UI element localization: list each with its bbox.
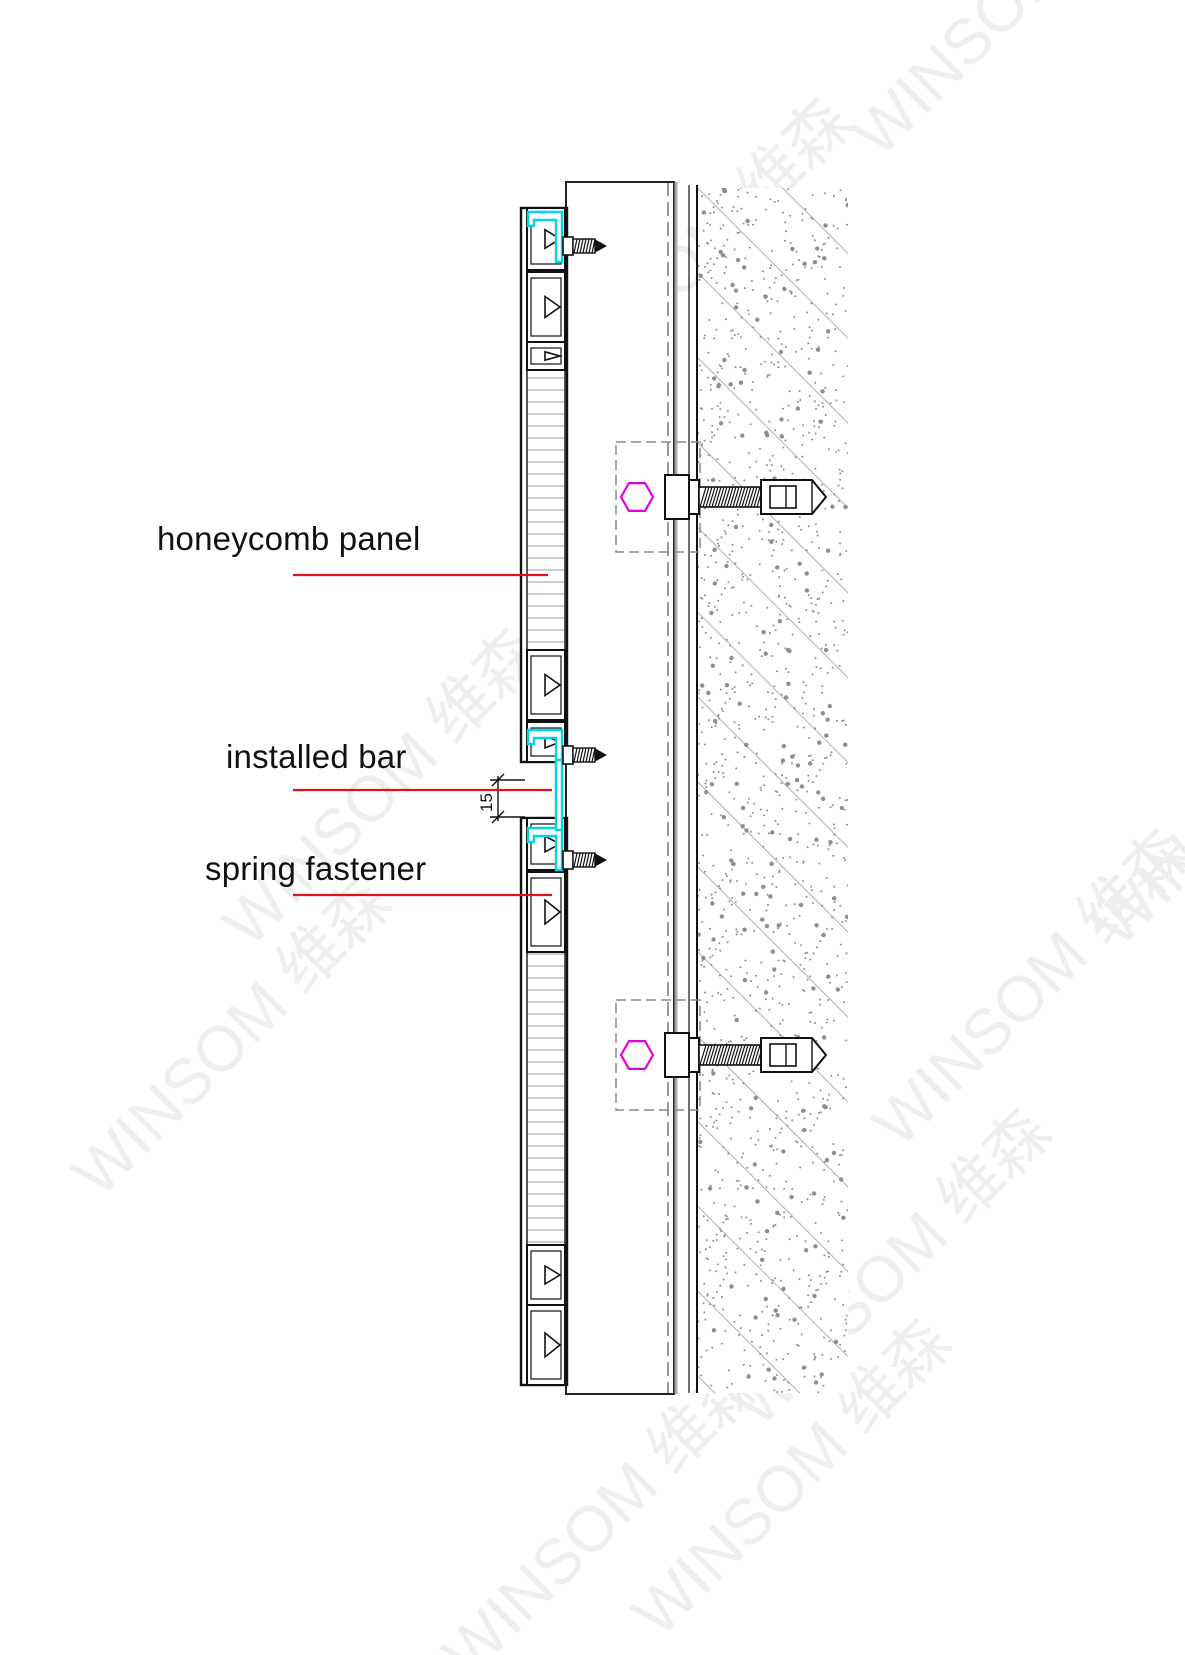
screw-icon	[562, 745, 608, 765]
screw-icon	[562, 850, 608, 870]
gap-dimension	[490, 773, 525, 824]
hex-nut-icon	[619, 482, 655, 512]
label-honeycomb-panel: honeycomb panel	[157, 520, 421, 557]
watermark-text: WINSOM 维森	[1079, 615, 1185, 960]
anchor-bolt-group	[615, 441, 828, 1111]
installed-bar	[526, 210, 564, 264]
leader-lines	[293, 573, 552, 897]
honeycomb-panel-group	[519, 206, 569, 1387]
gap-dimension-value: 15	[477, 793, 496, 812]
backing-panel	[565, 181, 678, 1395]
honeycomb-panel	[519, 206, 569, 764]
screw-group	[562, 236, 608, 870]
label-installed-bar: installed bar	[226, 738, 407, 775]
label-spring-fastener: spring fastener	[205, 850, 427, 887]
hex-nut-icon	[619, 1039, 655, 1071]
screw-icon	[562, 236, 608, 256]
watermark-text: WINSOM 维森	[839, 0, 1184, 170]
anchor-bolt-icon	[615, 999, 828, 1111]
honeycomb-panel	[519, 816, 569, 1387]
concrete-wall	[698, 188, 848, 1393]
installed-bar	[526, 826, 564, 872]
spring-fastener	[554, 758, 564, 832]
anchor-bolt-icon	[615, 441, 828, 553]
installed-bar-group	[526, 210, 564, 872]
